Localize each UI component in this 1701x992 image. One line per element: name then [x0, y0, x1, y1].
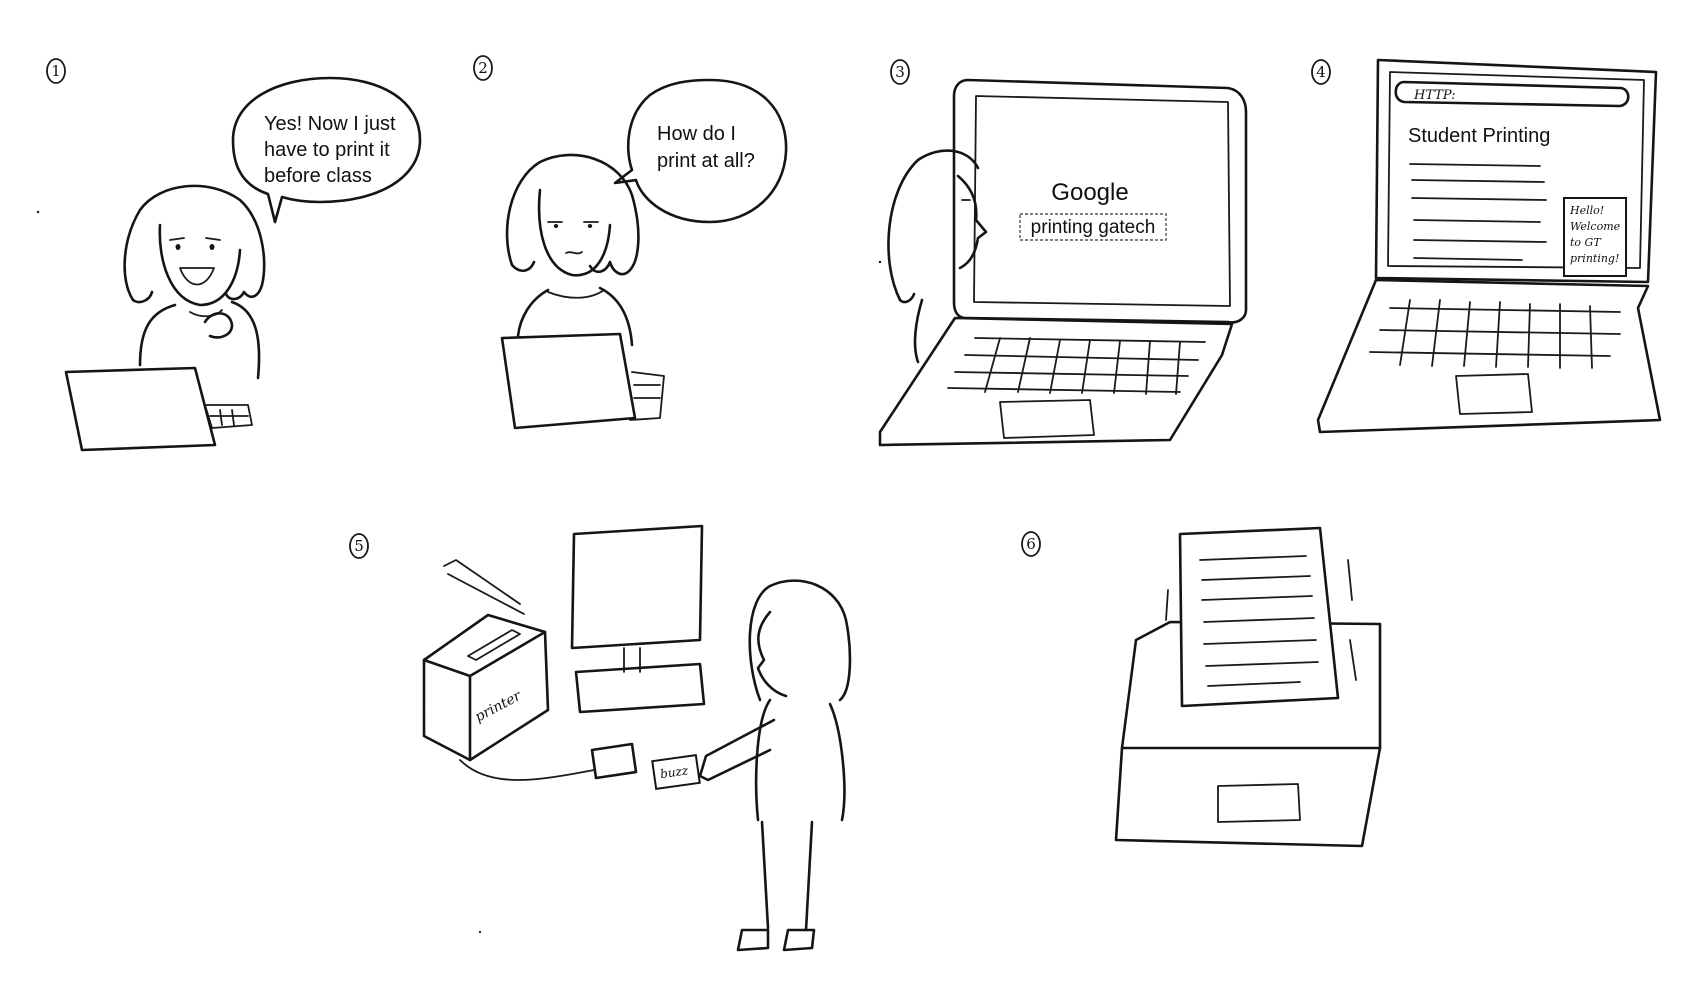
panel-number-6: 6 [1021, 531, 1041, 557]
panel-3: 3 Google printing gatech [878, 59, 1248, 447]
search-box[interactable] [1019, 213, 1167, 241]
search-query-text: printing gatech [1031, 217, 1156, 238]
panel-4: 4 HTTP: Student Printing Hello! Welcome … [1311, 58, 1662, 434]
panel-number-4: 4 [1311, 59, 1331, 85]
panel-number-3: 3 [890, 59, 910, 85]
printed-page [1178, 526, 1340, 708]
printer-output [1114, 526, 1382, 848]
panel-number-3-text: 3 [895, 63, 905, 81]
note-line-3: to GT [1570, 236, 1602, 249]
laptop-student-printing: HTTP: Student Printing Hello! Welcome to… [1316, 58, 1662, 434]
panel-number-6-text: 6 [1026, 535, 1036, 553]
buzzcard-label-text: buzz [659, 763, 689, 781]
panel-number-1: 1 [46, 58, 66, 84]
note-line-1: Hello! [1569, 204, 1604, 217]
panel-5: 5 printer [349, 524, 852, 952]
panel-number-2: 2 [473, 55, 493, 81]
panel-2: 2 How do I print at all? [473, 55, 788, 430]
laptop-google: Google printing gatech [878, 78, 1248, 447]
speech-bubble-1: Yes! Now I just have to print it before … [231, 76, 422, 224]
girl-confused-figure [500, 153, 665, 430]
url-bar[interactable] [1394, 80, 1630, 108]
bubble-2-line-1: How do I [657, 123, 736, 145]
bubble-1-line-1: Yes! Now I just [264, 113, 396, 135]
panel-number-4-text: 4 [1316, 63, 1326, 81]
welcome-note [1563, 197, 1627, 277]
panel-number-1-text: 1 [51, 62, 61, 80]
bubble-1-line-2: have to print it [264, 139, 390, 161]
panel-number-5-text: 5 [354, 537, 364, 555]
google-logo-text: Google [1051, 179, 1128, 206]
printer-station: printer buzz [422, 524, 852, 952]
student-printing-title: Student Printing [1408, 125, 1550, 147]
panel-6: 6 [1021, 526, 1382, 848]
panel-number-5: 5 [349, 533, 369, 559]
buzzcard[interactable] [651, 753, 701, 791]
url-label-text: HTTP: [1413, 88, 1456, 103]
speech-bubble-2: How do I print at all? [613, 78, 788, 224]
note-line-4: printing! [1570, 252, 1619, 265]
note-line-2: Welcome [1570, 220, 1621, 233]
bubble-2-line-2: print at all? [657, 150, 755, 172]
panel-number-2-text: 2 [478, 59, 488, 77]
girl-happy-figure [64, 184, 266, 452]
bubble-1-line-3: before class [264, 165, 372, 187]
panel-1: 1 Yes! Now I just have to print it befor… [46, 58, 422, 452]
